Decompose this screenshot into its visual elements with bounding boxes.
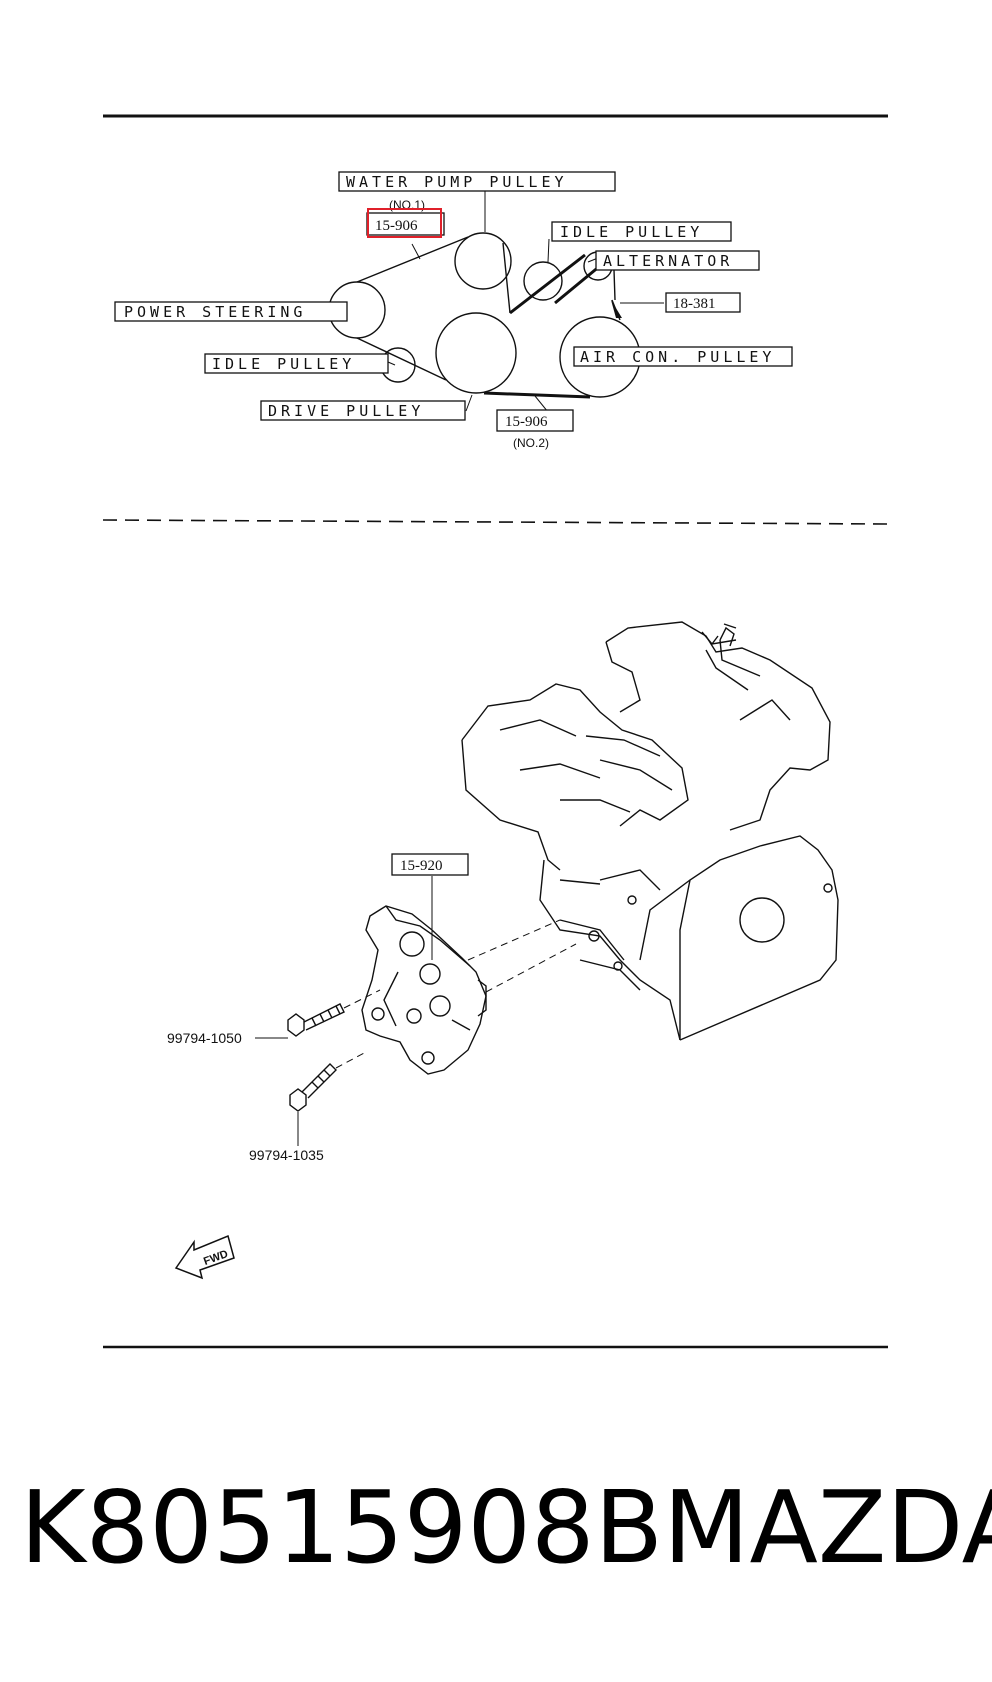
- air-con-box: [573, 346, 793, 367]
- bolt-lower: [289, 1063, 337, 1112]
- bracket-number: 15-920: [400, 858, 443, 874]
- belt-no2-note: (NO.2): [513, 436, 549, 450]
- part-number: K80515908B: [20, 1469, 664, 1586]
- idle-pulley-lower-label: IDLE PULLEY: [212, 355, 355, 373]
- leader-idle-upper: [547, 238, 550, 263]
- belt-no2: [483, 253, 613, 399]
- fwd-arrow-icon: FWD: [174, 1234, 235, 1280]
- tensioner-number: 18-381: [673, 296, 716, 312]
- water-pump-label-box: [338, 171, 616, 192]
- idle-pulley-upper-label: IDLE PULLEY: [560, 223, 703, 241]
- bolt-upper-number: 99794-1050: [167, 1030, 242, 1046]
- brand-name: MAZDA: [663, 1469, 992, 1586]
- dashed-divider: [102, 519, 889, 525]
- bolt-lower-number: 99794-1035: [249, 1147, 324, 1163]
- belt-no2-number: 15-906: [505, 414, 548, 430]
- drive-pulley-box: [260, 400, 466, 421]
- caption: K80515908B MAZDA: [20, 1468, 992, 1588]
- drive-pulley-circle: [435, 312, 517, 394]
- air-con-pulley-label: AIR CON. PULLEY: [580, 348, 775, 366]
- belt-routing-diagram: WATER PUMP PULLEY (NO.1) 15-906 IDLE PUL…: [114, 171, 793, 450]
- tensioner-box: [665, 292, 741, 313]
- alternator-label: ALTERNATOR: [603, 252, 733, 270]
- belt-no1-highlight: [367, 208, 442, 238]
- alternator-box: [595, 250, 760, 271]
- leader-belt-no1: [411, 243, 421, 260]
- idle-pulley-upper-box: [551, 221, 732, 242]
- water-pump-pulley-circle: [454, 232, 512, 290]
- bracket-number-box: [391, 853, 469, 876]
- water-pump-pulley-label: WATER PUMP PULLEY: [346, 173, 568, 191]
- leader-idle-lower: [387, 361, 396, 366]
- idle-pulley-lower-box: [204, 353, 389, 374]
- belt-no1: [356, 236, 511, 381]
- leader-drive: [465, 394, 473, 412]
- belt-no1-number: 15-906: [375, 218, 418, 234]
- engine-illustration: [461, 621, 839, 1041]
- power-steering-label: POWER STEERING: [124, 303, 306, 321]
- arrow-icon: [611, 300, 622, 318]
- engine-bracket: [361, 905, 487, 1075]
- idle-pulley-upper-circle: [523, 261, 563, 301]
- alignment-lines: [335, 919, 577, 1069]
- drive-pulley-label: DRIVE PULLEY: [268, 402, 424, 420]
- bolt-upper: [287, 1003, 345, 1037]
- power-steering-box: [114, 301, 348, 322]
- leader-belt-no2: [534, 395, 549, 413]
- belt-no2-number-box: [496, 409, 574, 432]
